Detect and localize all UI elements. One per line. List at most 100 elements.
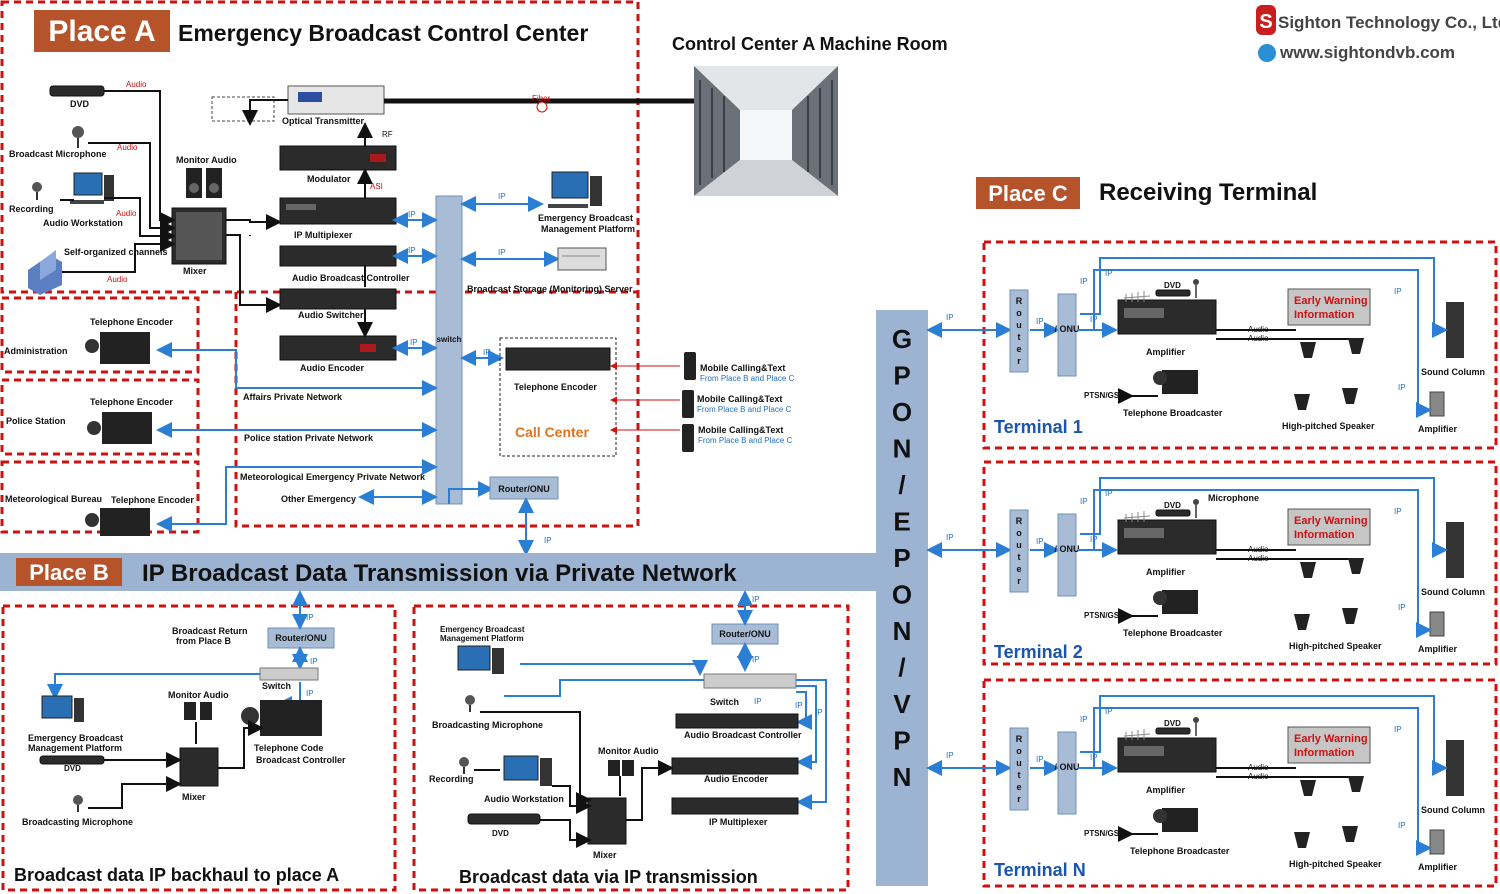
telephone-controller-label-2: Broadcast Controller [256,755,346,765]
dvd-b1-label: DVD [64,764,81,773]
audio-label: Audio [1248,545,1269,554]
router-letter: R [1016,734,1023,744]
mobile-phone-icon-2 [682,390,694,418]
place-a-border [0,0,640,294]
audio-label: Audio [1248,772,1269,781]
router-letter: e [1016,564,1021,574]
place-b-backhaul-border [1,604,397,892]
broadcasting-microphone-b2-label: Broadcasting Microphone [432,720,543,730]
dvd-label: DVD [1164,281,1181,290]
onu-box [1057,293,1077,377]
router-letter: r [1017,356,1021,366]
gpon-letter-8: N [893,616,912,646]
call-center-encoder-label: Telephone Encoder [514,382,597,392]
ip-label: IP [1394,287,1402,296]
telephone-handset-icon [1153,371,1167,385]
router-onu-b2-label: Router/ONU [719,629,771,639]
audio-workstation-b2-label: Audio Workstation [484,794,564,804]
gpon-letter-11: P [893,726,910,756]
monitor-audio-b1-label: Monitor Audio [168,690,229,700]
dvd-label: DVD [1164,719,1181,728]
place-a-tag-box [34,10,170,52]
ip-loop-link [1080,707,1432,856]
telephone-controller-label-1: Telephone Code [254,743,323,753]
telephone-controller-device [241,700,322,736]
audio-workstation-b2-icon [503,755,552,786]
gpon-letter-3: N [893,434,912,464]
ip-label: IP [1080,497,1088,506]
ip-loop-link [1080,477,1448,558]
microphone-icon [1193,499,1199,505]
management-platform-b1-label-2: Management Platform [28,743,122,753]
sound-column-icon [1446,522,1464,578]
recording-b2-label: Recording [429,774,474,784]
switch-b2-device [703,673,797,689]
gpon-vertical-bar [876,310,928,886]
place-b-tag: Place B [29,560,109,585]
met-network-label: Meteorological Emergency Private Network [240,472,426,482]
terminal-border [982,240,1498,450]
ip-label: IP [946,533,954,542]
ip-label: IP [1105,269,1113,278]
ip-label: IP [946,313,954,322]
modulator-label: Modulator [307,174,351,184]
ptsn-label: PTSN/GSM [1084,611,1126,620]
company-url[interactable]: www.sightondvb.com [1279,43,1455,62]
police-network-label: Police station Private Network [244,433,374,443]
mobile-sub-1: From Place B and Place C [700,374,794,383]
mobile-sub-3: From Place B and Place C [698,436,792,445]
sound-column-label: Sound Column [1421,367,1485,377]
horn-speaker-icon [1294,832,1310,848]
self-organized-channels-icon [28,250,62,295]
switch-a-bar [435,195,463,505]
broadcast-return-label-1: Broadcast Return [172,626,248,636]
ip-loop-link [1080,257,1448,338]
audio-label: Audio [1248,554,1269,563]
ip-label: IP [1036,537,1044,546]
gpon-letter-2: O [892,397,912,427]
telephone-handset-icon [1153,591,1167,605]
audio-broadcast-controller-device [279,245,397,267]
ip-multiplexer-device [279,197,397,225]
audio-label: Audio [1248,334,1269,343]
ip-label: IP [1105,489,1113,498]
mobile-title-3: Mobile Calling&Text [698,425,783,435]
router-letter: t [1018,552,1021,562]
sound-column-icon [1446,740,1464,796]
mobile-phone-icon-1 [684,352,696,380]
management-platform-b1-icon [41,695,84,722]
early-warning-box [1287,726,1371,764]
amplifier-label: Amplifier [1146,785,1186,795]
mixer-b1-label: Mixer [182,792,206,802]
mixer-device [171,207,227,265]
telephone-broadcaster-label: Telephone Broadcaster [1123,408,1223,418]
gpon-letter-6: P [893,543,910,573]
ptsn-label: PTSN/GSM [1084,829,1126,838]
fiber-icon [536,101,548,113]
early-warning-box [1287,508,1371,546]
terminal-border [982,678,1498,888]
router-letter: r [1017,794,1021,804]
call-center-label: Call Center [515,424,589,440]
dvd-label: DVD [1164,501,1181,510]
ip-label: IP [1398,821,1406,830]
telephone-broadcaster-device [1162,808,1198,832]
switch-b1-device [259,667,319,681]
horn-speaker-icon [1300,780,1316,796]
high-speaker-label: High-pitched Speaker [1289,641,1382,651]
router-box [1009,727,1029,811]
onu-label: / ONU [1054,544,1079,554]
router-letter: o [1016,308,1022,318]
sound-column-label: Sound Column [1421,587,1485,597]
audio-workstation-icon [70,172,114,204]
broadcasting-microphone-b2-icon [465,695,475,712]
mobile-sub-2: From Place B and Place C [697,405,791,414]
broadcasting-microphone-b1-icon [73,795,83,812]
mobile-phone-icon-3 [682,424,694,452]
ip-label-a7: IP [544,536,552,545]
telephone-broadcaster-label: Telephone Broadcaster [1123,628,1223,638]
column-amplifier-icon [1429,829,1445,855]
recording-label: Recording [9,204,54,214]
audio-label: Audio [1248,763,1269,772]
